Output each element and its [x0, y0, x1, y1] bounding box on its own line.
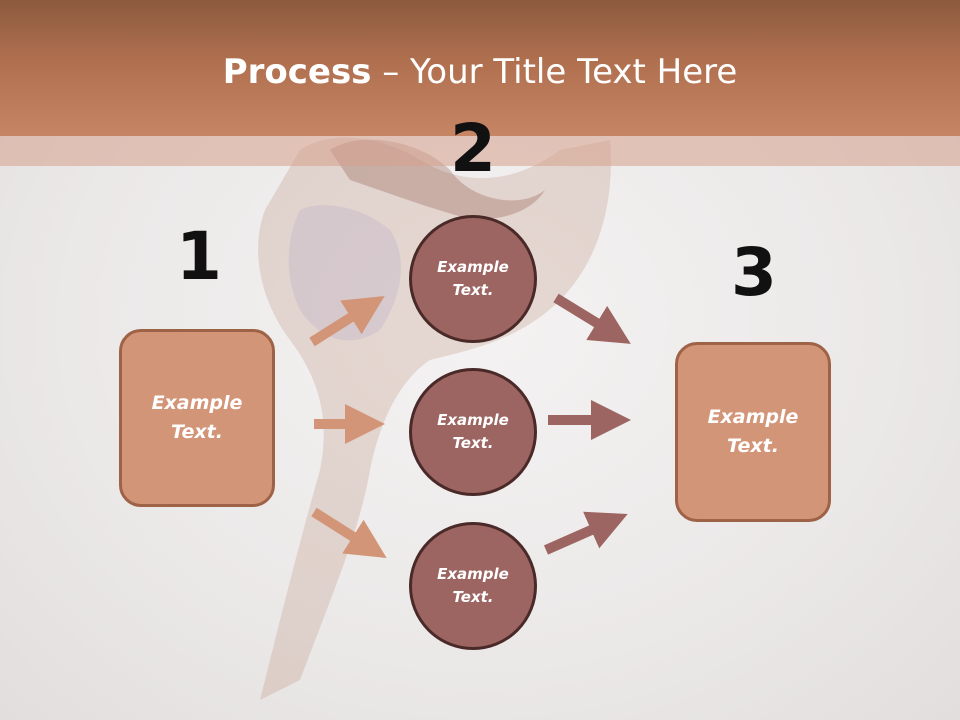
- header-accent-strip: [0, 136, 960, 166]
- left-box: Example Text.: [119, 329, 275, 507]
- circle-bottom: Example Text.: [409, 522, 537, 650]
- circle-middle-text: Example Text.: [437, 411, 509, 452]
- slide-title: Process – Your Title Text Here: [0, 52, 960, 92]
- circle-top-text: Example Text.: [437, 258, 509, 299]
- arrow-left-to-bottom: [311, 507, 387, 559]
- step-number-3: 3: [731, 234, 777, 311]
- header-bar: [0, 0, 960, 136]
- step-number-2: 2: [450, 110, 496, 187]
- arrow-left-to-top: [309, 295, 385, 347]
- right-box: Example Text.: [675, 342, 831, 522]
- title-bold: Process: [222, 52, 372, 92]
- step-number-1: 1: [176, 218, 222, 295]
- circle-top: Example Text.: [409, 215, 537, 343]
- right-box-text: Example Text.: [707, 406, 799, 457]
- circle-bottom-text: Example Text.: [437, 565, 509, 606]
- arrow-bottom-to-right: [543, 511, 628, 555]
- arrow-top-to-right: [553, 293, 631, 344]
- title-rest: – Your Title Text Here: [371, 52, 738, 92]
- circle-middle: Example Text.: [409, 368, 537, 496]
- left-box-text: Example Text.: [151, 392, 243, 443]
